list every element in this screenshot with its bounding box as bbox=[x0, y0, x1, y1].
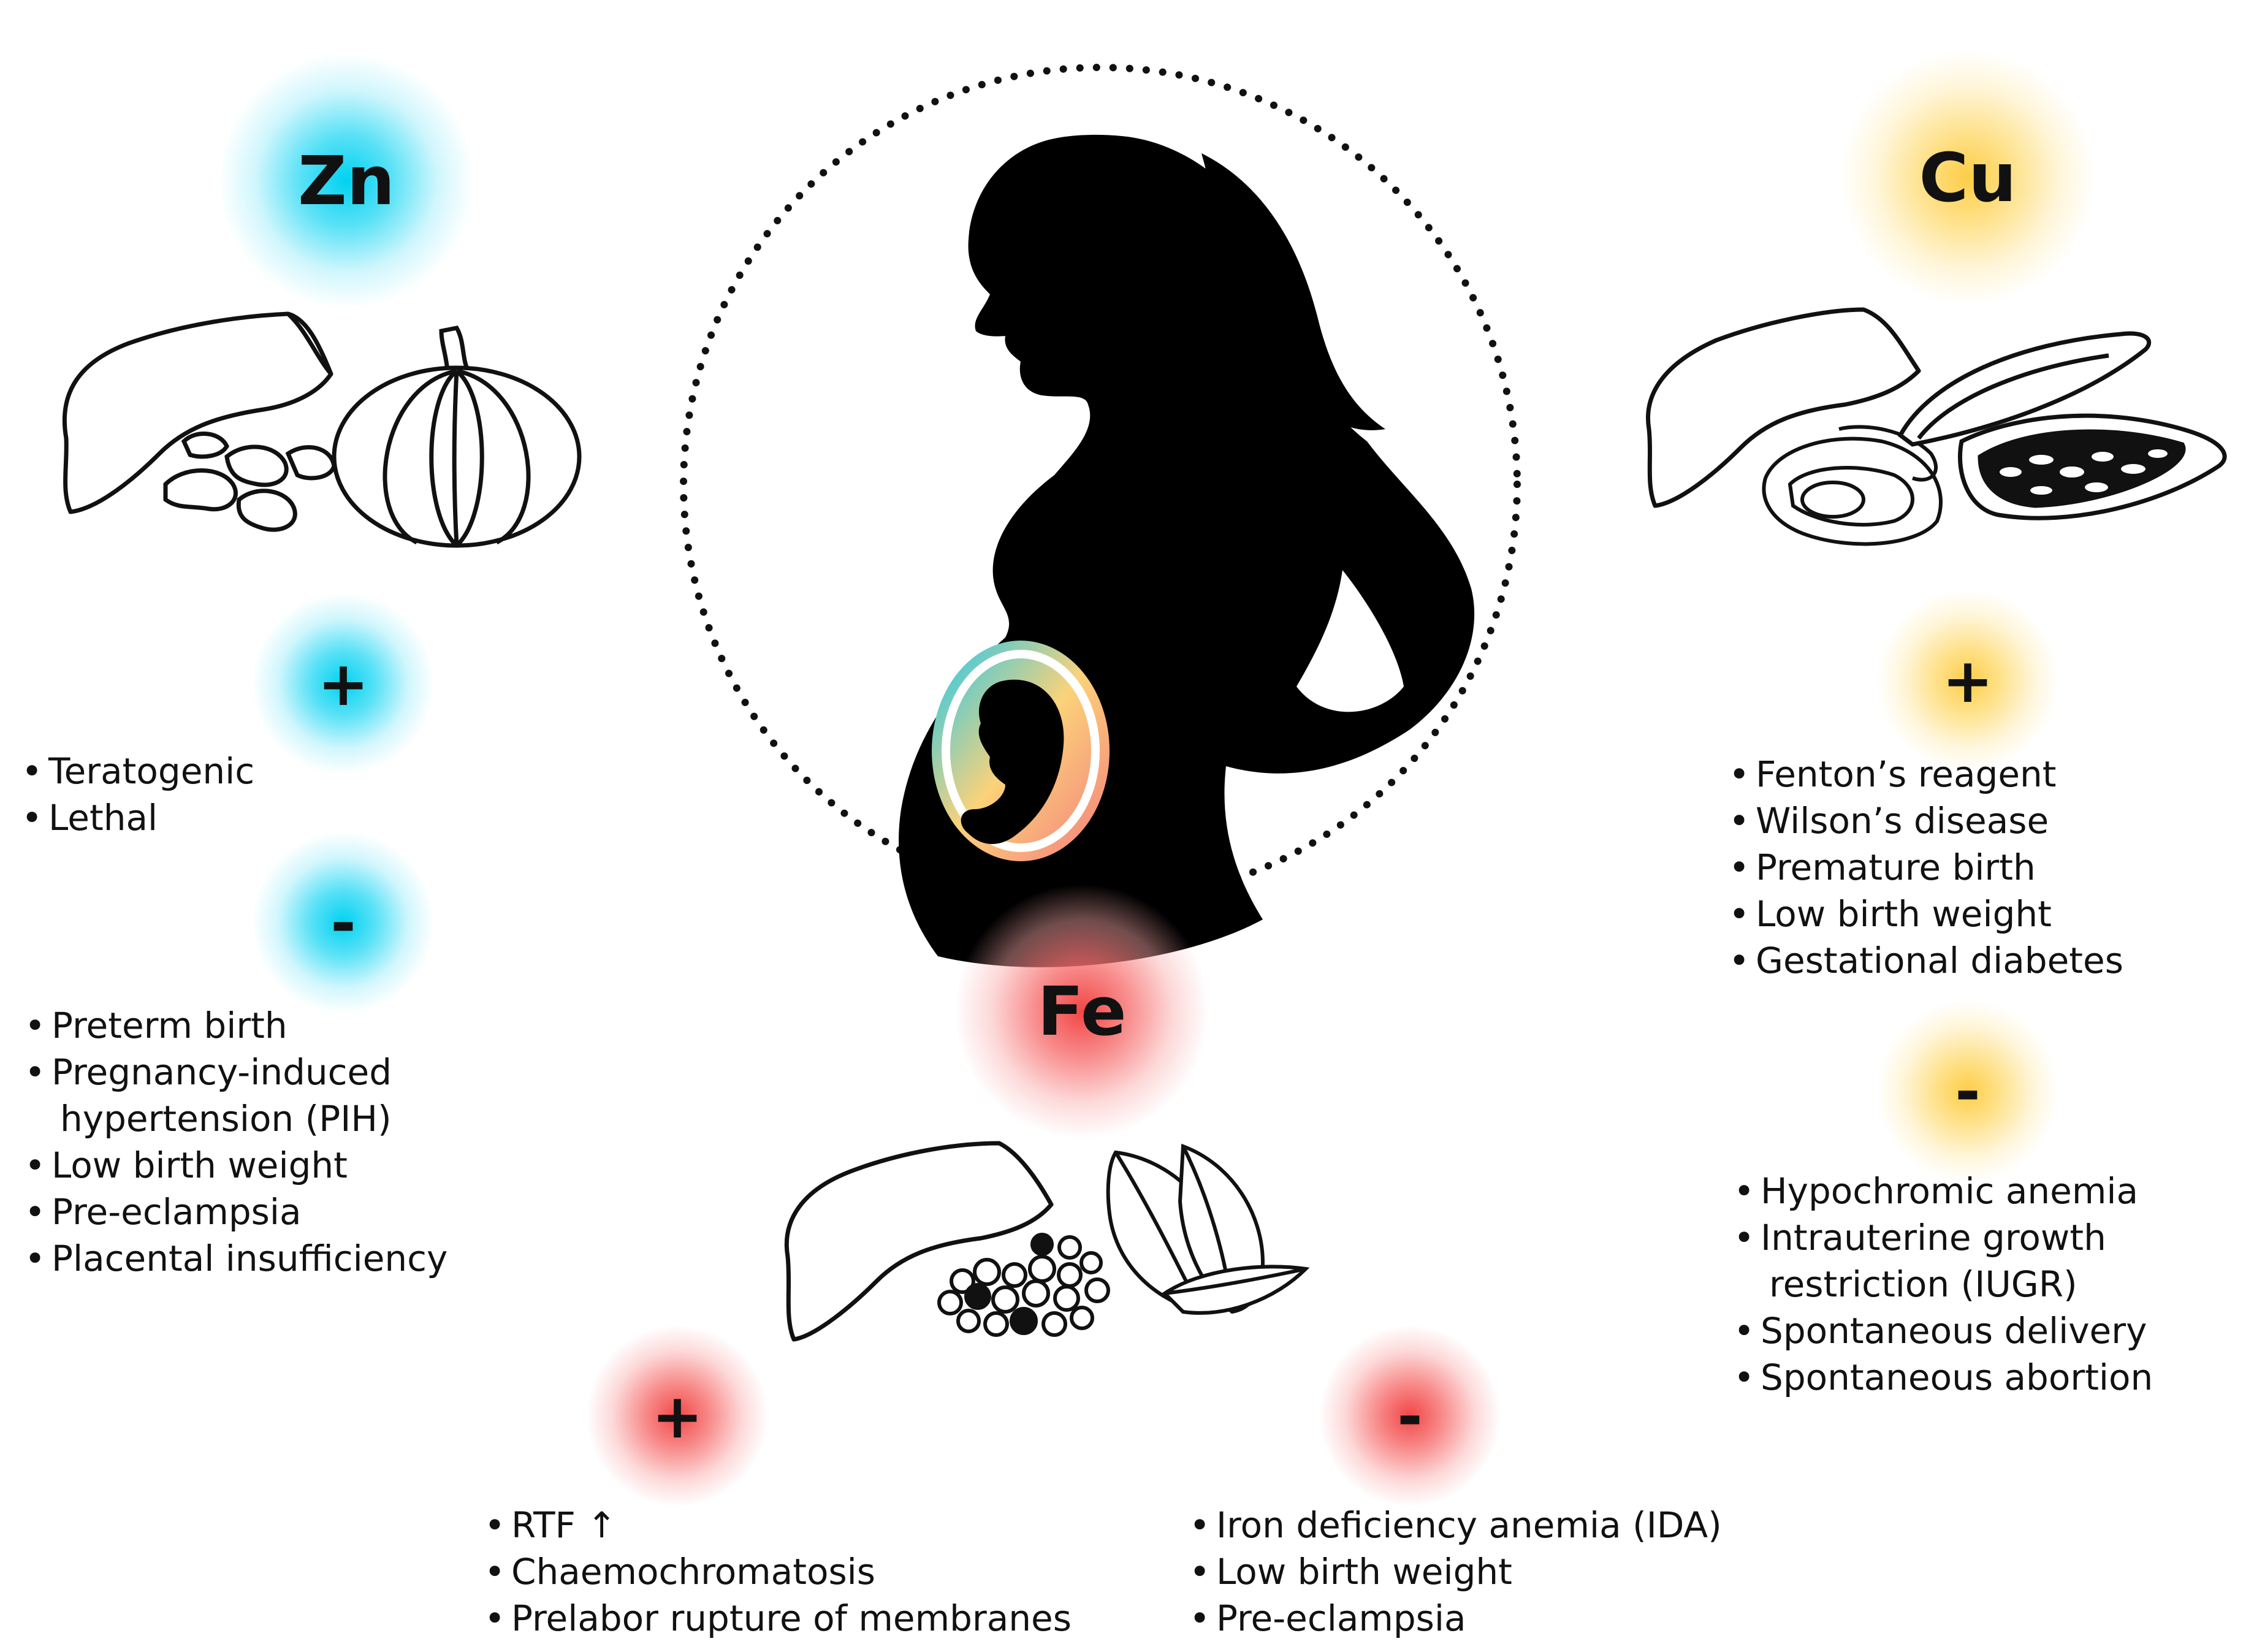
list-item: Teratogenic bbox=[21, 748, 254, 794]
fe-element-badge: Fe bbox=[953, 883, 1211, 1140]
zn-deficiency-sign: - bbox=[251, 831, 435, 1014]
cu-deficiency-list: Hypochromic anemia Intrauterine growth r… bbox=[1734, 1168, 2153, 1401]
list-item: Preterm birth bbox=[25, 1002, 447, 1049]
list-item: Wilson’s disease bbox=[1729, 797, 2123, 844]
cu-excess-list: Fenton’s reagent Wilson’s disease Premat… bbox=[1729, 751, 2123, 984]
fe-deficiency-list: Iron deficiency anemia (IDA) Low birth w… bbox=[1189, 1502, 1722, 1642]
cu-label: Cu bbox=[1919, 139, 2017, 217]
list-item: Pre-eclampsia bbox=[25, 1189, 447, 1235]
list-item: Spontaneous delivery bbox=[1734, 1308, 2153, 1354]
list-item: Chaemochromatosis bbox=[484, 1548, 1072, 1595]
list-item: Pregnancy-induced bbox=[25, 1049, 447, 1095]
cu-excess-sign: + bbox=[1876, 588, 2060, 772]
list-item: Hypochromic anemia bbox=[1734, 1168, 2153, 1214]
zn-deficiency-list: Preterm birth Pregnancy-induced hyperten… bbox=[25, 1002, 447, 1282]
fe-liver-icon bbox=[784, 1141, 1054, 1342]
list-item: Intrauterine growth bbox=[1734, 1214, 2153, 1261]
zn-excess-sign: + bbox=[251, 592, 435, 775]
zn-label: Zn bbox=[297, 142, 395, 220]
zn-pumpkin-icon bbox=[332, 325, 582, 548]
fe-lentils-icon bbox=[937, 1233, 1110, 1337]
list-item: Low birth weight bbox=[25, 1142, 447, 1189]
fe-excess-list: RTF ↑ Chaemochromatosis Prelabor rupture… bbox=[484, 1502, 1072, 1642]
cu-element-badge: Cu bbox=[1839, 49, 2096, 306]
list-item: hypertension (PIH) bbox=[60, 1098, 392, 1140]
list-item: Lethal bbox=[21, 794, 254, 841]
list-item: RTF ↑ bbox=[484, 1502, 1072, 1548]
list-item: Pre-eclampsia bbox=[1189, 1595, 1722, 1642]
cu-oyster-icon bbox=[1762, 425, 1943, 546]
zn-beans-icon bbox=[163, 432, 337, 532]
list-item: restriction (IUGR) bbox=[1769, 1263, 2077, 1305]
list-item: Low birth weight bbox=[1189, 1548, 1722, 1595]
list-item: Gestational diabetes bbox=[1729, 937, 2123, 984]
list-item: Low birth weight bbox=[1729, 891, 2123, 937]
zn-liver-icon bbox=[62, 311, 333, 514]
fe-deficiency-sign: - bbox=[1318, 1324, 1502, 1508]
cu-deficiency-sign: - bbox=[1876, 999, 2060, 1183]
cu-liver-icon bbox=[1646, 307, 1921, 508]
list-item: Iron deficiency anemia (IDA) bbox=[1189, 1502, 1722, 1548]
fe-spinach-leaves-icon bbox=[1106, 1143, 1310, 1315]
cu-cocoa-pod-icon bbox=[1897, 331, 2227, 520]
list-item: Spontaneous abortion bbox=[1734, 1354, 2153, 1401]
zn-element-badge: Zn bbox=[218, 52, 475, 310]
zn-excess-list: Teratogenic Lethal bbox=[21, 748, 254, 841]
fetus-icon bbox=[932, 641, 1110, 861]
fe-label: Fe bbox=[1037, 972, 1127, 1051]
list-item: Prelabor rupture of membranes bbox=[484, 1595, 1072, 1642]
list-item: Premature birth bbox=[1729, 844, 2123, 891]
list-item: Fenton’s reagent bbox=[1729, 751, 2123, 797]
dotted-circle bbox=[680, 64, 1521, 905]
list-item: Placental insufficiency bbox=[25, 1235, 447, 1282]
fe-excess-sign: + bbox=[585, 1324, 769, 1508]
